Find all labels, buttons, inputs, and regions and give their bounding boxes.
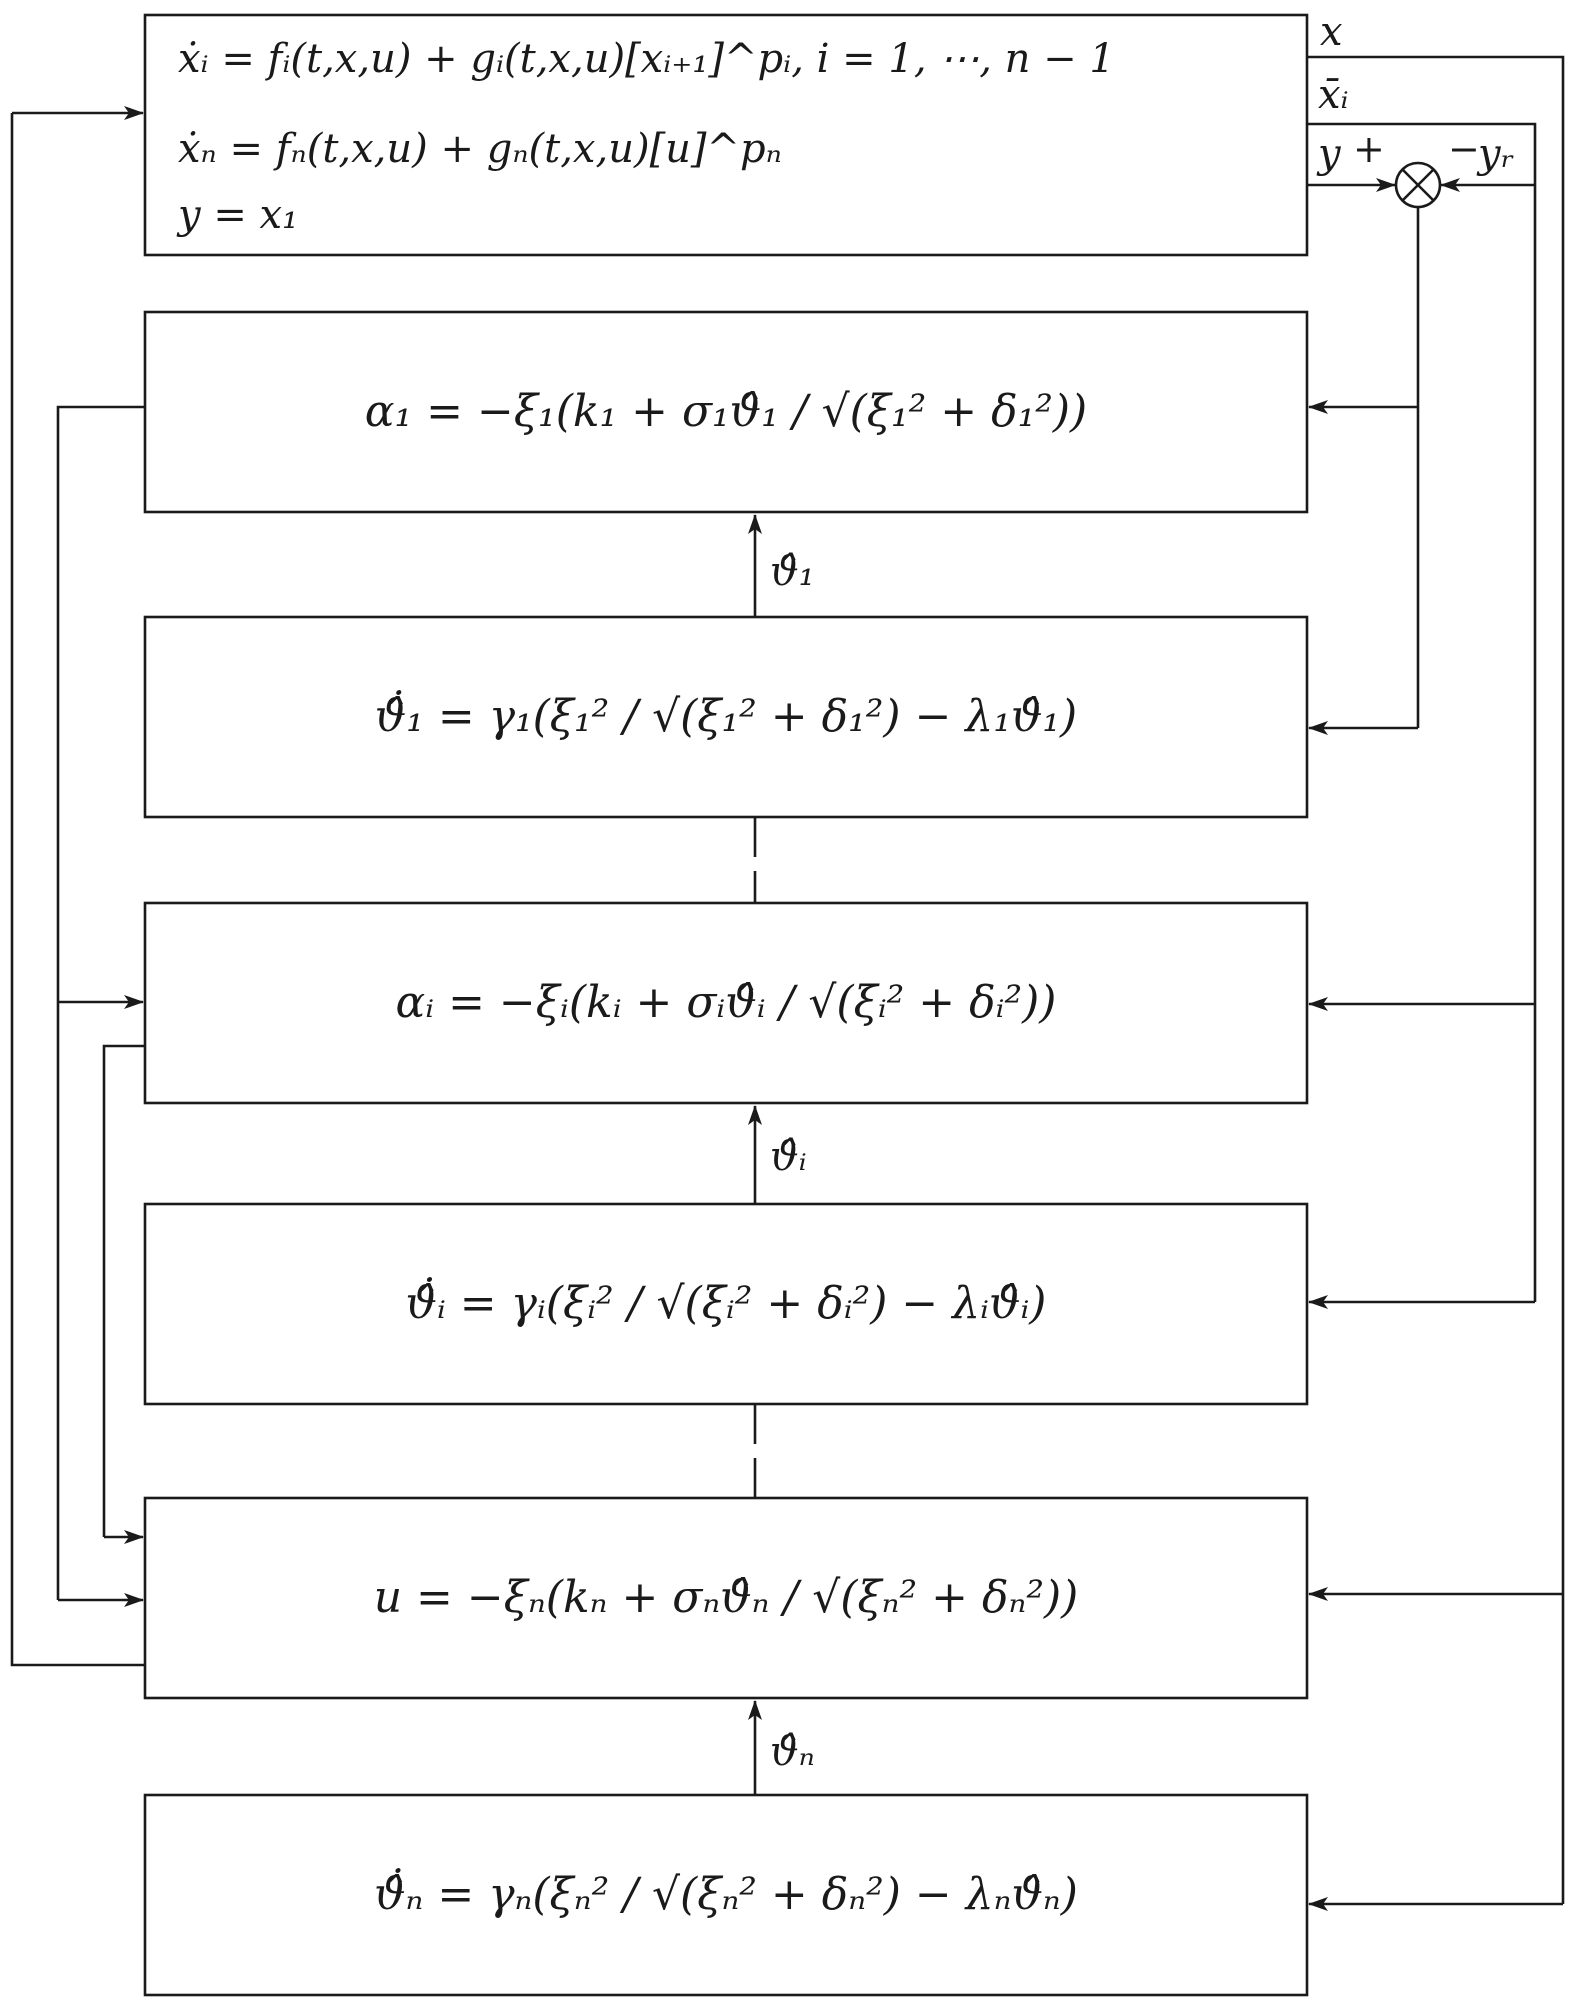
adaptive-law-theta1-block: ϑ̂̇₁ = γ₁(ξ₁² / √(ξ₁² + δ₁²) − λ₁ϑ̂₁) — [143, 615, 1309, 819]
control-law-u-block: u = −ξₙ(kₙ + σₙϑ̂ₙ / √(ξₙ² + δₙ²)) — [143, 1496, 1309, 1700]
y-label: y — [1316, 131, 1342, 177]
x-signal-line — [1307, 55, 1565, 1904]
plus-sign: + — [1353, 127, 1385, 171]
alphai-feedforward-line — [102, 1044, 145, 1537]
xbar-label: x̄ᵢ — [1318, 72, 1349, 118]
plant-block: ẋᵢ = fᵢ(t,x,u) + gᵢ(t,x,u)[xᵢ₊₁]^pᵢ, i =… — [143, 13, 1309, 257]
minus-sign: − — [1448, 127, 1480, 171]
u-formula: u = −ξₙ(kₙ + σₙϑ̂ₙ / √(ξₙ² + δₙ²)) — [374, 1572, 1079, 1623]
xbar-signal-line — [1307, 122, 1537, 1302]
theta1-hat-label: ϑ̂₁ — [770, 549, 815, 595]
x-label: x — [1320, 9, 1343, 55]
summing-junction — [1394, 161, 1442, 209]
plant-equation-1: ẋᵢ = fᵢ(t,x,u) + gᵢ(t,x,u)[xᵢ₊₁]^pᵢ, i =… — [178, 36, 1115, 82]
alphai-formula: αᵢ = −ξᵢ(kᵢ + σᵢϑ̂ᵢ / √(ξᵢ² + δᵢ²)) — [396, 977, 1057, 1028]
plant-output-equation: y = x₁ — [176, 192, 298, 238]
thetai-hat-label: ϑ̂ᵢ — [770, 1134, 807, 1180]
plant-equation-2: ẋₙ = fₙ(t,x,u) + gₙ(t,x,u)[u]^pₙ — [178, 126, 782, 172]
theta1-dot-formula: ϑ̂̇₁ = γ₁(ξ₁² / √(ξ₁² + δ₁²) − λ₁ϑ̂₁) — [375, 689, 1077, 742]
u-feedback-line — [10, 113, 145, 1667]
thetan-dot-formula: ϑ̂̇ₙ = γₙ(ξₙ² / √(ξₙ² + δₙ²) − λₙϑ̂ₙ) — [374, 1867, 1078, 1920]
adaptive-law-thetan-block: ϑ̂̇ₙ = γₙ(ξₙ² / √(ξₙ² + δₙ²) − λₙϑ̂ₙ) — [143, 1793, 1309, 1997]
thetai-dot-formula: ϑ̂̇ᵢ = γᵢ(ξᵢ² / √(ξᵢ² + δᵢ²) − λᵢϑ̂ᵢ) — [406, 1276, 1047, 1329]
alpha1-feedforward-line — [56, 405, 145, 1600]
virtual-control-alphai-block: αᵢ = −ξᵢ(kᵢ + σᵢϑ̂ᵢ / √(ξᵢ² + δᵢ²)) — [143, 901, 1309, 1105]
virtual-control-alpha1-block: α₁ = −ξ₁(k₁ + σ₁ϑ̂₁ / √(ξ₁² + δ₁²)) — [143, 310, 1309, 514]
yr-label: yᵣ — [1476, 131, 1514, 177]
alpha1-formula: α₁ = −ξ₁(k₁ + σ₁ϑ̂₁ / √(ξ₁² + δ₁²)) — [365, 386, 1087, 437]
adaptive-law-thetai-block: ϑ̂̇ᵢ = γᵢ(ξᵢ² / √(ξᵢ² + δᵢ²) − λᵢϑ̂ᵢ) — [143, 1202, 1309, 1406]
thetan-hat-label: ϑ̂ₙ — [770, 1729, 815, 1775]
